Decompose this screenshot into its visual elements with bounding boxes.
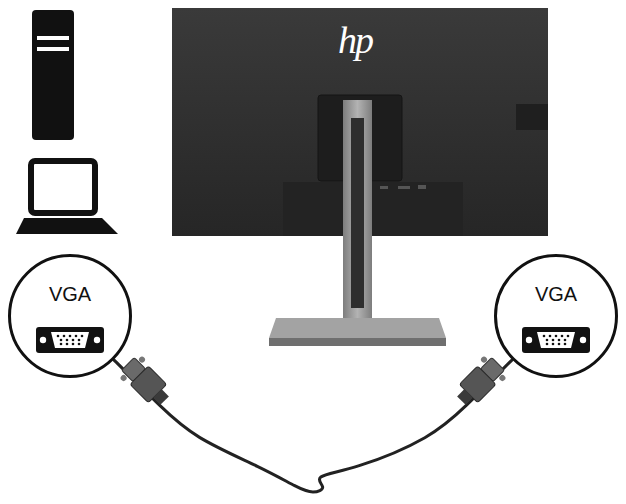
callout-circle: VGA [8,254,132,378]
vga-port-icon [522,327,590,353]
monitor-stand [269,100,446,346]
vga-plug [117,353,176,412]
vga-port-icon [36,327,104,353]
vga-plug [450,353,509,412]
callout-circle: VGA [494,254,618,378]
brand-logo: hp [338,18,372,62]
port-name: VGA [49,283,91,305]
vga-cable [114,360,512,492]
desktop-icon [32,10,74,140]
port-name: VGA [535,283,577,305]
laptop-icon [16,161,118,234]
